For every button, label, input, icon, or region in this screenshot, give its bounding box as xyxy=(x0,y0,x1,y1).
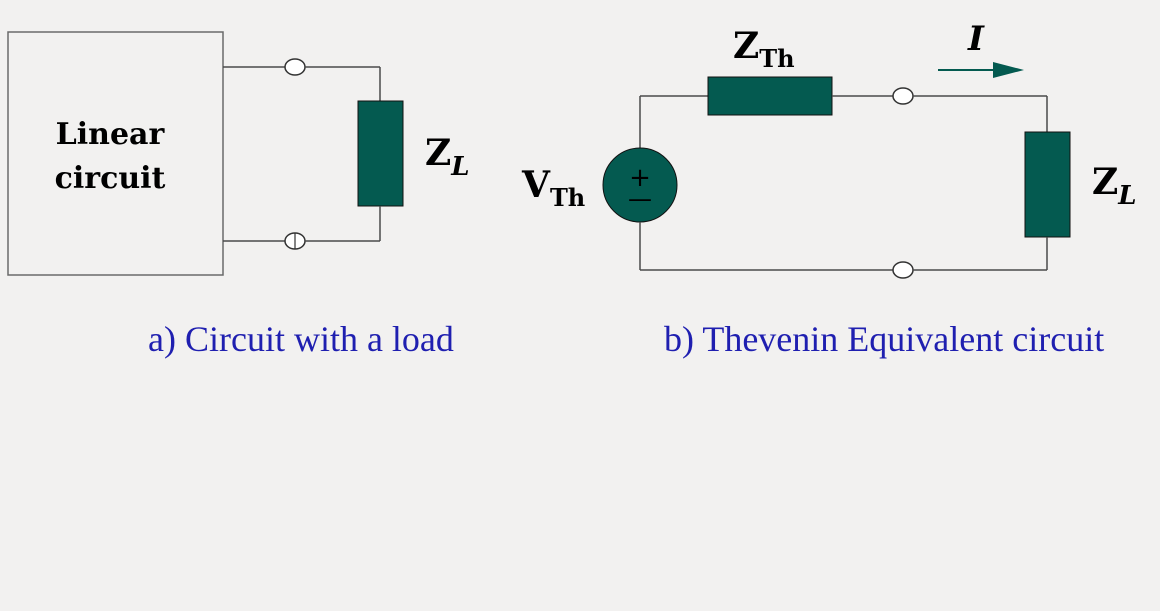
caption-b: b) Thevenin Equivalent circuit xyxy=(664,319,1104,359)
series-impedance xyxy=(707,76,833,116)
series-impedance-subscript: Th xyxy=(759,44,794,73)
right-load-subscript: L xyxy=(1117,181,1136,211)
linear-circuit-box xyxy=(7,31,224,276)
current-label: I xyxy=(967,19,985,59)
left-load-subscript: L xyxy=(450,152,469,182)
left-top-terminal xyxy=(284,58,306,76)
right-load-label: ZL xyxy=(1092,161,1137,211)
left-load-label: ZL xyxy=(425,132,470,182)
linear-circuit-label-line1: Linear xyxy=(56,117,166,152)
caption-a: a) Circuit with a load xyxy=(148,319,454,359)
right-top-terminal xyxy=(892,87,914,105)
source-voltage-label: VTh xyxy=(521,164,585,212)
right-bottom-terminal xyxy=(892,261,914,279)
voltage-source-minus: — xyxy=(628,185,652,213)
series-impedance-label: ZTh xyxy=(733,25,795,73)
right-load-impedance xyxy=(1024,131,1071,238)
current-arrow-head xyxy=(993,62,1024,78)
voltage-source-plus: + xyxy=(629,163,651,193)
source-voltage-subscript: Th xyxy=(550,183,585,212)
left-load-impedance xyxy=(357,100,404,207)
linear-circuit-label-line2: circuit xyxy=(55,161,166,196)
